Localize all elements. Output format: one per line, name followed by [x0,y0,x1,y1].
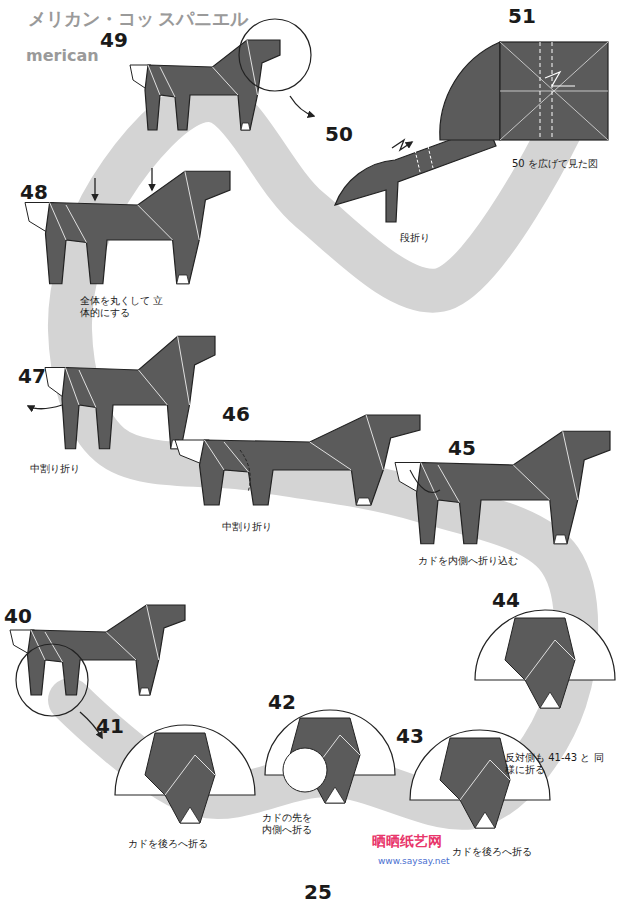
fold-arrow [94,178,95,200]
instruction-note: カドを内側へ折り込む [418,555,518,567]
instruction-note: カドの先を 内側へ折る [262,812,324,836]
instruction-note: 中割り折り [30,463,80,475]
instruction-note: 50 を広げて見た図 [512,158,598,170]
detail-view [115,725,255,823]
step-number: 49 [100,28,128,52]
watermark-url: www.saysay.net [378,856,450,867]
detail-view [265,710,395,803]
step-number: 45 [448,436,476,460]
fold-arrow [151,168,152,190]
step-number: 46 [222,402,250,426]
page-title: merican [26,46,99,65]
instruction-note: カドを後ろへ折る [128,838,208,850]
instruction-note: 中割り折り [222,521,272,533]
step-number: 44 [492,588,520,612]
step-number: 40 [4,604,32,628]
dog-model [175,415,420,505]
fold-arrow [290,96,314,116]
page-title: スパニエル [158,8,248,30]
detail-circle [16,644,88,716]
step-number: 47 [18,364,46,388]
watermark: 晒晒纸艺网 [372,833,442,850]
detail-circle [239,19,311,91]
instruction-note: 段折り [400,232,430,244]
unfolded-view [440,42,500,140]
step-number: 50 [325,122,353,146]
dog-model [395,431,610,544]
dog-model [45,336,215,449]
instruction-note: 全体を丸くして 立体的にする [80,295,172,319]
step-number: 51 [508,4,536,28]
instruction-note: 反対側も 41-43 と 同様に折る [505,752,609,776]
dog-model [130,40,280,130]
step-number: 25 [304,880,332,904]
dog-model [10,605,185,695]
instruction-note: カドを後ろへ折る [452,846,532,858]
step-number: 42 [268,690,296,714]
dog-model [25,171,230,284]
fold-arrow [28,405,62,409]
detail-view [410,730,550,828]
step-number: 43 [396,724,424,748]
step-number: 48 [20,180,48,204]
page-title: メリカン・コッ [28,8,154,30]
step-number: 41 [96,714,124,738]
detail-view [475,610,615,708]
